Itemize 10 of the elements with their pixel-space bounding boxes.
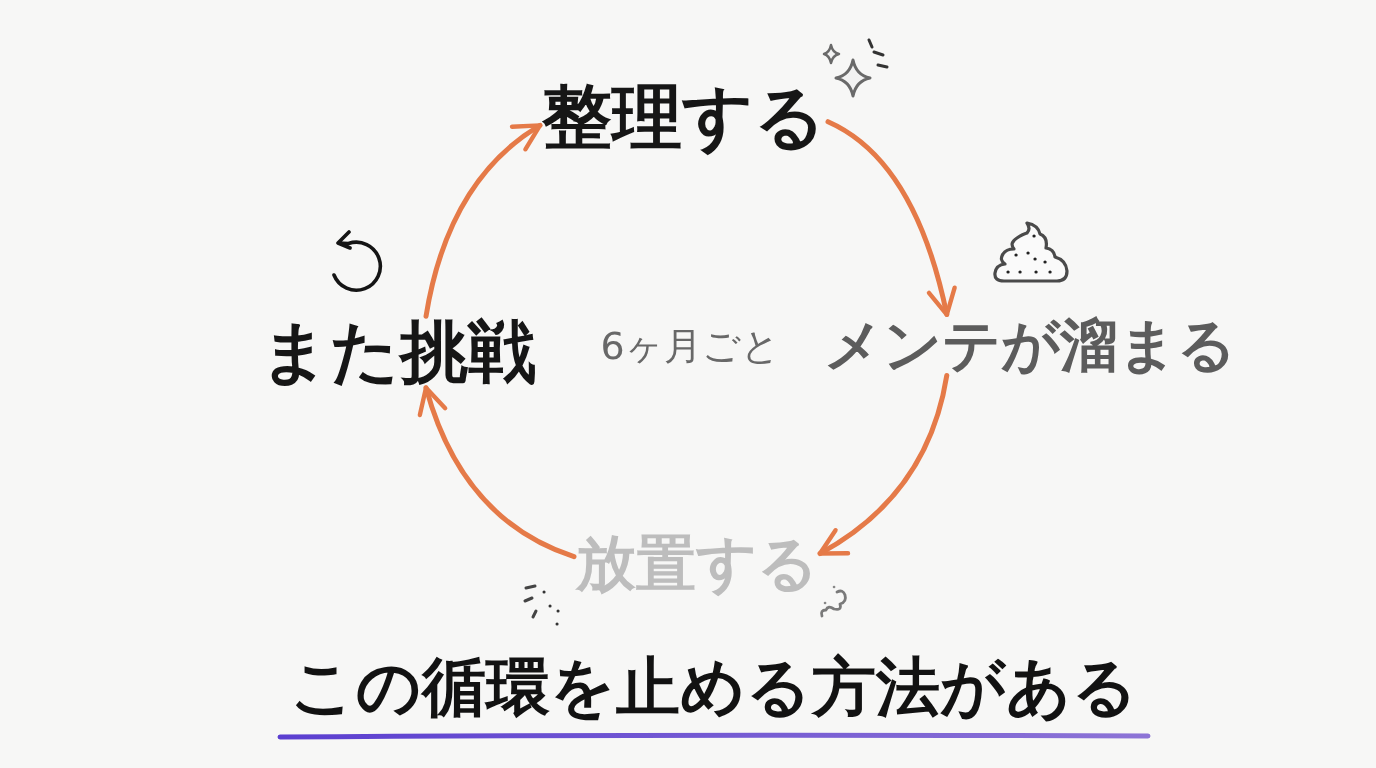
cycle-arrow — [817, 372, 950, 557]
cycle-arrow — [825, 119, 957, 318]
step-label: 放置する — [574, 531, 820, 595]
step-label: メンテが溜まる — [822, 314, 1238, 376]
interval-note: 6ヶ月ごと — [600, 325, 780, 369]
caption: この循環を止める方法がある — [290, 651, 1138, 725]
cycle-arrow — [418, 385, 577, 560]
step-label: 整理する — [540, 81, 828, 155]
cycle-arrow — [423, 122, 543, 319]
step-label: また挑戦 — [258, 316, 538, 388]
